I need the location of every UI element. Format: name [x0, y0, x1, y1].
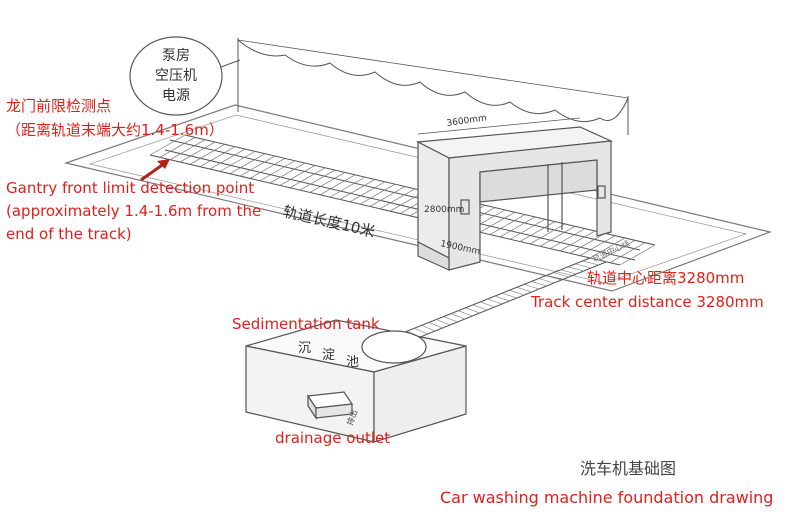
- track-sleeper: [189, 144, 226, 165]
- trench-grate-bar: [509, 289, 525, 296]
- track-sleeper: [579, 235, 616, 256]
- sedimentation-char-2: 淀: [322, 348, 335, 363]
- gantry-limit-cn-line-2: （距离轨道末端大约1.4-1.6m）: [6, 121, 224, 139]
- trench-grate-bar: [487, 298, 503, 305]
- track-sleeper: [309, 172, 346, 193]
- track-sleeper: [609, 242, 646, 263]
- arrow-head: [157, 159, 170, 169]
- trench-grate-bar: [545, 275, 562, 281]
- track-sleeper: [169, 139, 206, 160]
- track-sleeper: [599, 240, 636, 261]
- track-sleeper: [239, 155, 276, 177]
- track-sleeper: [539, 225, 576, 247]
- track-center-cn: 轨道中心距离3280mm: [587, 269, 745, 287]
- trench-grate-bar: [589, 257, 607, 263]
- trench-grate-bar: [494, 295, 510, 302]
- track-sleeper: [219, 151, 256, 172]
- drainage-outlet-label: drainage outlet: [275, 429, 391, 447]
- sedimentation-char-3: 池: [346, 355, 359, 370]
- power-cable: [237, 38, 629, 135]
- track-sleeper: [299, 169, 336, 191]
- track-sleeper: [289, 167, 326, 189]
- track-sleeper: [499, 216, 536, 238]
- track-sleeper: [229, 153, 266, 175]
- track-sleeper: [179, 141, 216, 163]
- track-sleeper: [329, 176, 366, 198]
- track-sleeper: [279, 165, 316, 186]
- track-center-en: Track center distance 3280mm: [531, 293, 764, 311]
- trench-grate-bar: [553, 272, 569, 278]
- trench-grate-bar: [524, 284, 540, 290]
- gantry-limit-en-line-3: end of the track): [6, 225, 132, 243]
- track-sleeper: [259, 160, 296, 182]
- trench-grate-bar: [516, 286, 532, 293]
- gantry-limit-arrow: [140, 161, 166, 182]
- pump-room-bubble: [129, 36, 223, 116]
- track-sleeper: [519, 221, 556, 242]
- trench-grate-bar: [436, 319, 451, 326]
- track-sleeper: [149, 134, 186, 156]
- pump-room-line-3: 电源: [162, 88, 190, 104]
- pump-room-line-1: 泵房: [162, 48, 190, 64]
- track-sleeper: [199, 146, 236, 168]
- track-sleeper: [349, 181, 386, 203]
- trench-grate-bar: [531, 281, 547, 287]
- track-sleeper: [479, 211, 516, 233]
- trench-grate-bar: [567, 266, 584, 272]
- trench-grate-bar: [538, 278, 555, 284]
- gantry-limit-cn-line-1: 龙门前限检测点: [6, 97, 112, 115]
- track-sleeper: [509, 218, 546, 240]
- track-sleeper: [549, 228, 586, 249]
- track-sleeper: [369, 186, 406, 207]
- drawing-title-cn: 洗车机基础图: [580, 459, 677, 478]
- pump-room-line-2: 空压机: [155, 68, 197, 84]
- track-length-label: 轨道长度10米: [281, 202, 377, 241]
- track-sleeper: [159, 137, 196, 158]
- track-sleeper: [589, 237, 626, 259]
- sedimentation-tank: [245, 319, 467, 443]
- dimension-height-label: 2800mm: [424, 205, 464, 215]
- trench-grate-bar: [582, 260, 599, 266]
- trench-grate-bar: [575, 263, 592, 269]
- gantry-limit-en-line-2: (approximately 1.4-1.6m from the: [6, 202, 262, 220]
- track-sleeper: [619, 244, 656, 266]
- track-sleeper: [249, 158, 286, 179]
- trench-grate-bar: [421, 325, 436, 332]
- track-sleeper: [319, 174, 356, 196]
- trench-grate-bar: [428, 322, 443, 329]
- trench-grate-bar: [450, 313, 465, 320]
- track-sleeper: [359, 183, 396, 205]
- track-sleeper: [269, 162, 306, 184]
- dimension-width-label: 3600mm: [446, 113, 487, 129]
- track-sleeper: [569, 232, 606, 254]
- trench-grate-bar: [560, 269, 577, 275]
- track-sleeper: [379, 188, 416, 210]
- trench-grate-bar: [465, 307, 480, 314]
- trench-grate-bar: [458, 310, 473, 317]
- track-sleeper: [529, 223, 566, 245]
- track-sleeper: [209, 148, 246, 170]
- trench-grate-bar: [443, 316, 458, 323]
- trench-grate-bar: [502, 292, 517, 299]
- sedimentation-tank-label: Sedimentation tank: [232, 315, 380, 333]
- sedimentation-char-1: 沉: [298, 341, 311, 356]
- trench-grate-bar: [414, 328, 428, 335]
- drawing-title-en: Car washing machine foundation drawing: [440, 488, 774, 507]
- track-sleeper: [489, 214, 526, 235]
- trench-grate-bar: [472, 304, 488, 311]
- track-sleeper: [339, 179, 376, 200]
- gantry-machine: [415, 126, 614, 271]
- gantry-limit-en-line-1: Gantry front limit detection point: [6, 179, 255, 197]
- trench-grate-bar: [480, 301, 495, 308]
- track-sleeper: [559, 230, 596, 252]
